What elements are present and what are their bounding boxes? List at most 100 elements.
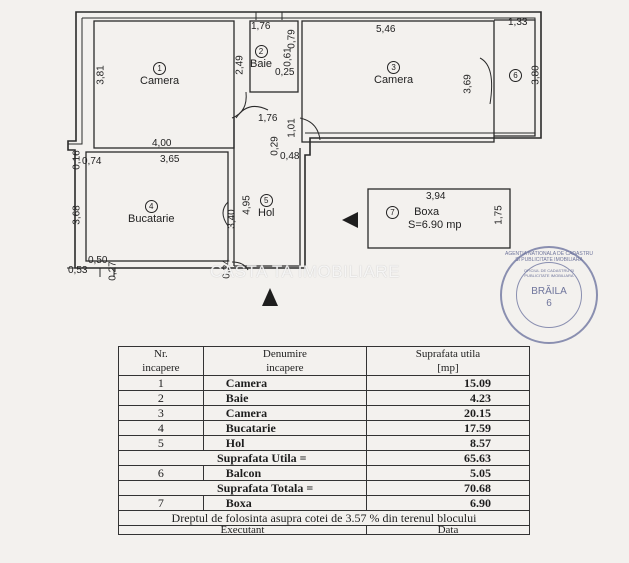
cell-name: Baie (202, 390, 367, 406)
door-arc-hol-top (235, 105, 269, 119)
dim-balcon-height: 3,80 (530, 65, 542, 85)
balcon-row: 6 Balcon 5.05 (118, 465, 531, 481)
stamp-number: 6 (546, 298, 552, 309)
entry-arrow (262, 288, 278, 306)
cell-area: 15.09 (365, 375, 531, 391)
dim-hol-mid: 1,76 (258, 113, 278, 124)
baie-walls (249, 20, 299, 93)
cell-name: Hol (202, 435, 367, 451)
dim-bucatarie-height: 3,68 (71, 205, 83, 225)
dim-hol-door: 1,01 (286, 118, 298, 138)
dim-camera1-top: 1,76 (251, 21, 271, 32)
cadastre-stamp: AGENTIA NATIONALA DE CADASTRU SI PUBLICI… (500, 246, 598, 344)
dim-boxa-height: 1,75 (493, 205, 505, 225)
room-label-camera1: 1 Camera (140, 62, 179, 87)
dim-hol-height: 4,95 (241, 195, 253, 215)
hol-walls (233, 118, 301, 267)
dim-bucatarie-bottom-b: 0,53 (68, 265, 88, 276)
outer-wall (67, 11, 542, 269)
cell-nr: 5 (118, 435, 204, 451)
cell-nr: 3 (118, 405, 204, 421)
stamp-inner-ring (516, 262, 582, 328)
room-number-3: 3 (387, 61, 401, 74)
suprafata-totala-label: Suprafata Totala = (118, 480, 367, 496)
stamp-city: BRĂILA (531, 286, 567, 297)
dim-hol-door2: 3,40 (226, 209, 238, 229)
door-arc-camera3 (479, 57, 493, 105)
dim-baie-door-a: 0,61 (282, 47, 294, 67)
room-label-hol: 5 Hol (258, 194, 275, 219)
data-label: Data (365, 525, 531, 535)
cell-area: 20.15 (365, 405, 531, 421)
cell-nr: 7 (118, 495, 204, 511)
table-row: 3 Camera 20.15 (118, 405, 531, 421)
cell-nr: 6 (118, 465, 204, 481)
door-arc-entry (231, 261, 249, 271)
header-nr: Nr.incapere (118, 346, 204, 376)
floor-plan (67, 11, 542, 306)
room-name-camera3: Camera (374, 74, 414, 86)
room-name-bucatarie: Bucatarie (128, 213, 175, 225)
dim-balcon-width: 1,33 (508, 17, 528, 28)
cell-nr: 1 (118, 375, 204, 391)
cell-nr: 2 (118, 390, 204, 406)
dim-bucatarie-width: 3,65 (160, 154, 180, 165)
suprafata-totala-value: 70.68 (365, 480, 531, 496)
dim-camera1-width: 4,00 (152, 138, 172, 149)
dim-baie-small: 0,25 (275, 67, 295, 78)
room-name-hol: Hol (258, 207, 275, 219)
executant-row: Executant Data (118, 525, 531, 535)
door-arc-bucatarie (222, 201, 229, 227)
stamp-inner-text: OFICIUL DE CADASTRU SI PUBLICITATE IMOBI… (523, 268, 575, 278)
table-row: 2 Baie 4.23 (118, 390, 531, 406)
room-number-1: 1 (153, 62, 167, 75)
room-number-2: 2 (254, 45, 268, 58)
room-label-camera3: 3 Camera (374, 61, 413, 86)
stamp-outer-text: AGENTIA NATIONALA DE CADASTRU SI PUBLICI… (505, 251, 593, 263)
cell-name: Bucatarie (202, 420, 367, 436)
dim-bucatarie-bottom-c: 0,27 (107, 261, 119, 281)
room-label-balcon: 6 (509, 69, 522, 82)
room-label-bucatarie: 4 Bucatarie (128, 200, 174, 225)
suprafata-utila-label: Suprafata Utila = (118, 450, 367, 466)
drept-row: Dreptul de folosinta asupra cotei de 3.5… (118, 510, 530, 526)
bucatarie-walls (85, 151, 229, 262)
camera3-walls (301, 20, 495, 143)
boxa-row: 7 Boxa 6.90 (118, 495, 531, 511)
cell-nr: 4 (118, 420, 204, 436)
room-name-camera1: Camera (140, 75, 180, 87)
dim-bucatarie-bottom-a: 0,50 (88, 255, 108, 266)
cell-area: 17.59 (365, 420, 531, 436)
watermark: CASTA TA IMOBILIARE (210, 262, 400, 281)
dim-bucatarie-top-b: 0,74 (82, 156, 102, 167)
table-row: 4 Bucatarie 17.59 (118, 420, 531, 436)
cell-name: Balcon (202, 465, 367, 481)
cell-area: 4.23 (365, 390, 531, 406)
header-area: Suprafata utila[mp] (365, 346, 531, 376)
table-row: 5 Hol 8.57 (118, 435, 531, 451)
cell-area: 6.90 (365, 495, 531, 511)
dim-boxa-width: 3,94 (426, 191, 446, 202)
cell-name: Boxa (202, 495, 367, 511)
room-number-6: 6 (509, 69, 522, 82)
table-row: 1 Camera 15.09 (118, 375, 531, 391)
drept-note: Dreptul de folosinta asupra cotei de 3.5… (118, 510, 530, 526)
balcon-walls (494, 19, 536, 137)
room-number-4: 4 (144, 200, 158, 213)
cell-area: 5.05 (365, 465, 531, 481)
room-number-7: 7 (386, 206, 399, 219)
suprafata-totala-row: Suprafata Totala = 70.68 (118, 480, 531, 496)
executant-label: Executant (118, 525, 367, 535)
cell-area: 8.57 (365, 435, 531, 451)
dim-camera1-height: 3,81 (95, 65, 107, 85)
dim-baie-door-b: 0,79 (286, 29, 298, 49)
suprafata-utila-row: Suprafata Utila = 65.63 (118, 450, 531, 466)
dim-camera3-width: 5,46 (376, 24, 396, 35)
room-label-baie: 2 Baie (250, 45, 272, 70)
boxa-arrow (342, 212, 358, 228)
room-name-boxa: Boxa (414, 206, 440, 218)
door-arc-hol (299, 117, 321, 141)
camera1-walls (93, 20, 235, 149)
